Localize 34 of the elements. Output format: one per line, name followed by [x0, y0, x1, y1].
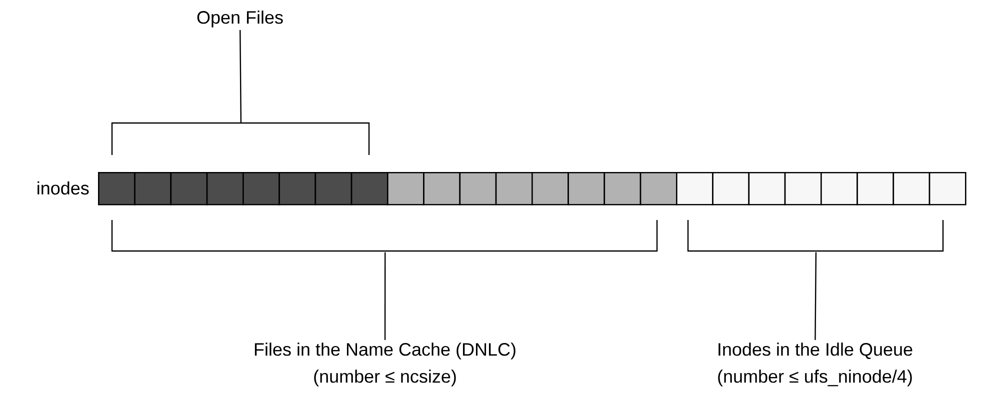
row-label: inodes [38, 181, 89, 195]
inode-square [170, 172, 208, 206]
inode-square [532, 172, 569, 206]
inode-square [387, 172, 424, 206]
inode-square [856, 172, 894, 206]
inode-square [459, 172, 497, 206]
bracket [111, 220, 658, 252]
bracket [687, 220, 944, 252]
inode-square [206, 172, 244, 206]
inode-square [928, 172, 966, 206]
inode-square [278, 172, 316, 206]
inode-square [423, 172, 461, 206]
leader-line [384, 252, 386, 340]
inode-square [98, 172, 136, 206]
inode-square [820, 172, 858, 206]
text-label: Files in the Name Cache (DNLC) (number ≤ ncsize) [254, 342, 516, 386]
inode-square [495, 172, 533, 206]
leader-line [814, 252, 817, 340]
text-label: Inodes in the Idle Queue (number ≤ ufs_ninode/4) [718, 342, 912, 386]
inode-square [568, 172, 606, 206]
leader-line [240, 30, 242, 123]
inode-square [892, 172, 930, 206]
inode-square [242, 172, 280, 206]
inode-square [314, 172, 352, 206]
inode-square [350, 172, 388, 206]
text-label: Open Files [197, 10, 283, 28]
inode-square [134, 172, 172, 206]
inode-square [712, 172, 750, 206]
inode-square [748, 172, 786, 206]
inode-square [604, 172, 642, 206]
inode-square [676, 172, 714, 206]
inode-square [640, 172, 678, 206]
inode-square [784, 172, 822, 206]
bracket [111, 122, 370, 155]
